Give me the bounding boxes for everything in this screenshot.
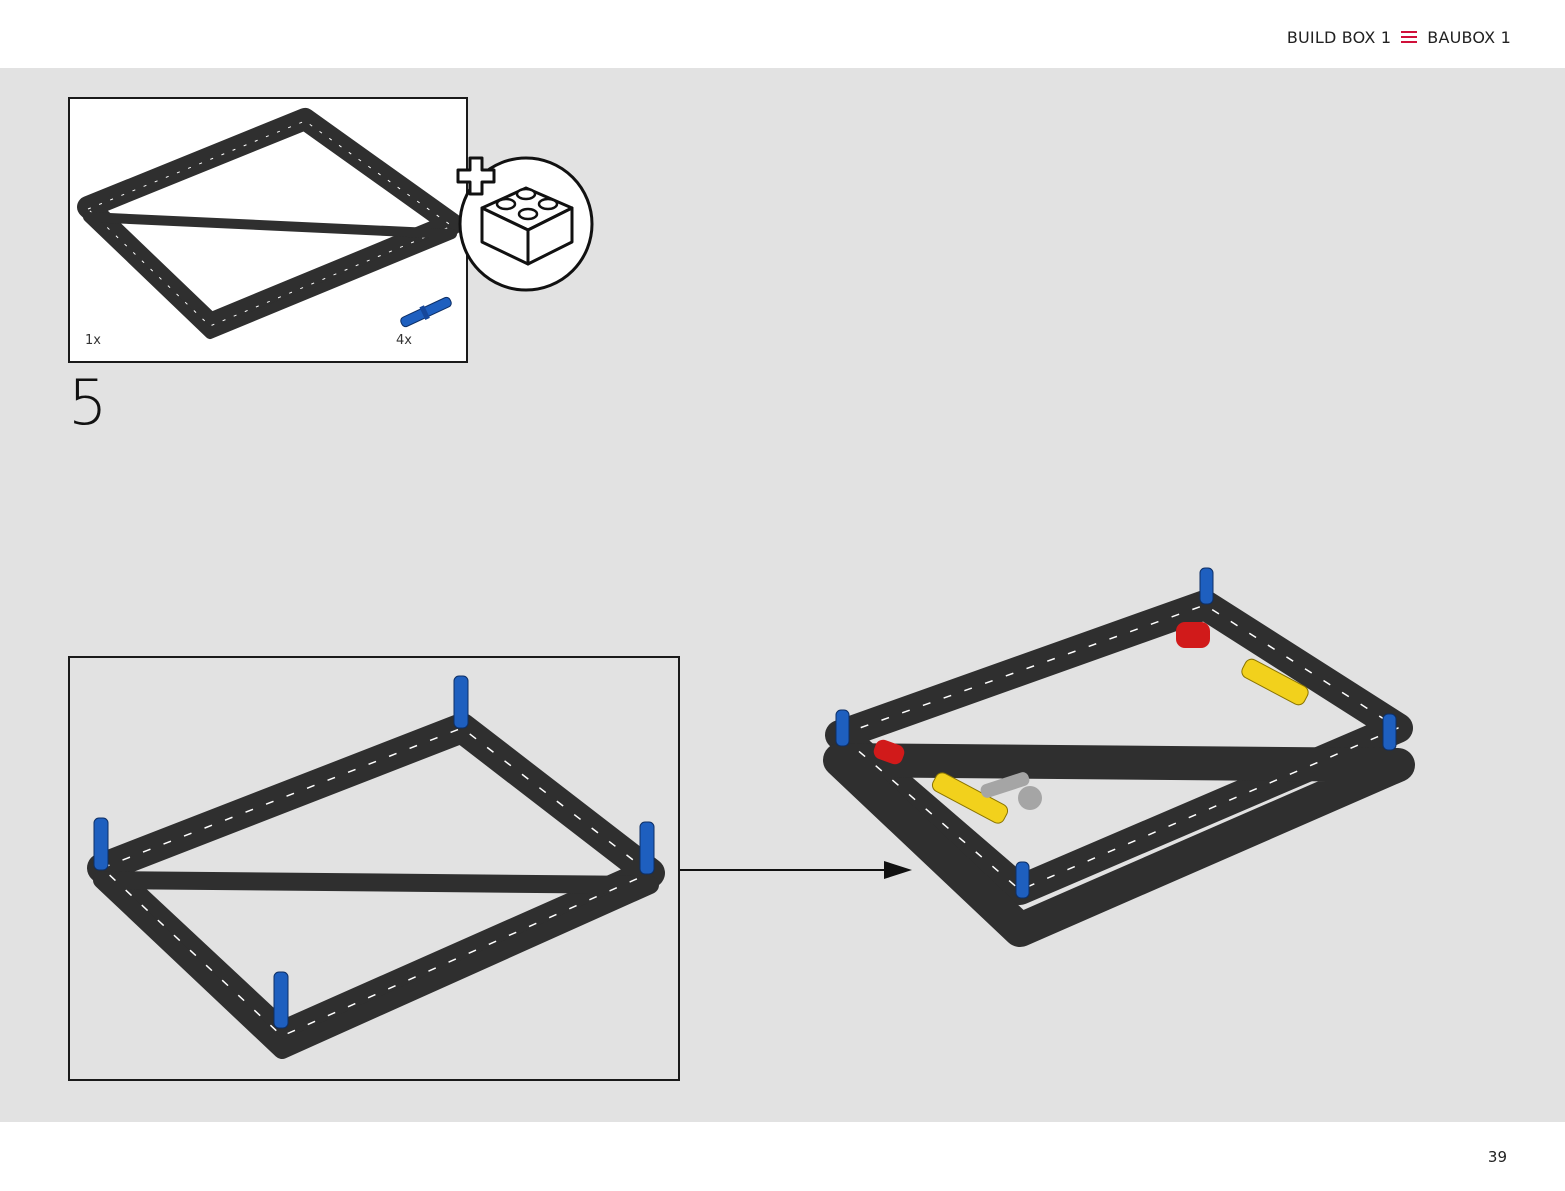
- equivalence-icon: [1401, 31, 1418, 43]
- frame-with-pins-illustration: [87, 675, 665, 1059]
- beam-frame-icon: [77, 108, 463, 339]
- blue-pin-icon: [400, 296, 452, 328]
- blue-pin-icon: [93, 675, 655, 1029]
- arrow-icon: [680, 861, 912, 879]
- pin-quantity: 4x: [396, 333, 412, 348]
- step-number: 5: [68, 366, 108, 439]
- build-box-label-de: BAUBOX 1: [1427, 27, 1511, 47]
- blue-pin-icon: [835, 567, 1397, 899]
- plus-brick-icon: [456, 156, 594, 292]
- page-number: 39: [1487, 1148, 1507, 1166]
- assembled-model-illustration: [823, 567, 1415, 947]
- build-box-label-en: BUILD BOX 1: [1286, 27, 1392, 47]
- detail-frame-box: [68, 656, 680, 1081]
- parts-callout: 1x 4x: [68, 97, 468, 363]
- build-box-title: BUILD BOX 1 BAUBOX 1: [1287, 25, 1511, 49]
- page-header: BUILD BOX 1 BAUBOX 1: [0, 0, 1565, 68]
- frame-quantity: 1x: [85, 333, 101, 348]
